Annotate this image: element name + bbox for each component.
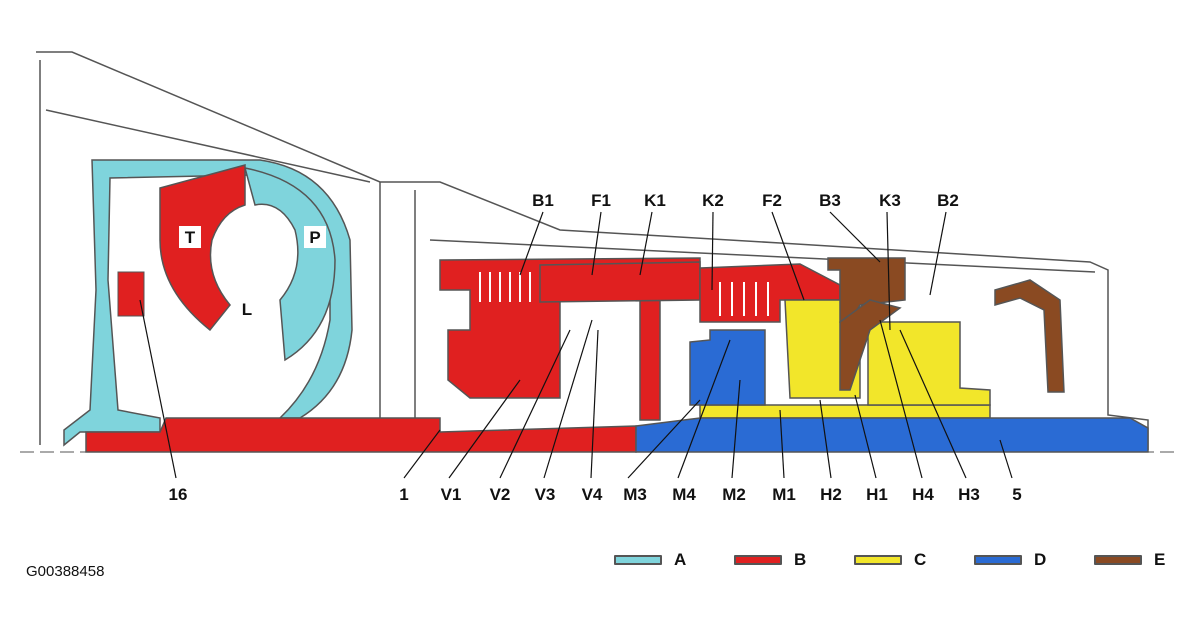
system-a-parts [63,159,353,447]
label-v2: V2 [490,485,511,504]
legend-item-d: D [974,548,1046,572]
output-shaft [635,417,1149,453]
label-f1: F1 [591,191,611,210]
legend-label-c: C [914,550,927,569]
label-v3: V3 [535,485,556,504]
label-f2: F2 [762,191,782,210]
label-m4: M4 [672,485,696,504]
label-v1: V1 [441,485,462,504]
label-h3: H3 [958,485,980,504]
lockup-clutch [117,271,145,317]
legend-swatch-d [974,555,1022,565]
tag-t-box [179,226,201,248]
legend-item-c: C [854,548,926,572]
input-shaft [85,417,637,453]
system-d-parts [635,329,1149,453]
label-5: 5 [1012,485,1021,504]
brake-b2-carrier [994,279,1065,393]
label-b3: B3 [819,191,841,210]
leader-lines [139,211,1013,479]
legend-item-a: A [614,548,686,572]
label-b2: B2 [937,191,959,210]
legend-item-b: B [734,548,806,572]
legend-label-d: D [1034,550,1047,569]
system-b-parts [85,164,841,453]
label-h1: H1 [866,485,888,504]
tag-p: P [309,228,320,247]
tag-l: L [242,300,252,319]
label-m2: M2 [722,485,746,504]
legend-label-e: E [1154,550,1166,569]
inner-component-tags: T P L [179,226,326,320]
label-1: 1 [399,485,408,504]
housing-outer-outline [36,51,1149,450]
housing-inner-outline [39,60,1096,445]
legend-swatch-a [614,555,662,565]
legend-swatch-c [854,555,902,565]
top-callout-labels: B1 F1 K1 K2 F2 B3 K3 B2 [532,191,959,210]
tag-p-box [304,226,326,248]
tag-t: T [185,228,196,247]
clutch-plates-b1 [479,272,769,316]
sun-gear-m [689,329,766,406]
label-m1: M1 [772,485,796,504]
intermediate-shaft [699,404,991,419]
legend-swatch-e [1094,555,1142,565]
system-e-parts [827,257,1065,393]
label-h2: H2 [820,485,842,504]
pump-impeller [243,167,336,362]
label-v4: V4 [582,485,603,504]
label-m3: M3 [623,485,647,504]
label-b1: B1 [532,191,554,210]
label-k2: K2 [702,191,724,210]
label-h4: H4 [912,485,934,504]
clutch-k3-pack [867,321,991,406]
clutch-k1-pack [539,261,701,303]
piston-b3 [839,299,902,391]
label-k1: K1 [644,191,666,210]
tag-l-box [236,298,258,320]
legend-label-b: B [794,550,807,569]
figure-id: G00388458 [26,563,105,580]
legend-item-e: E [1094,548,1165,572]
legend-label-a: A [674,550,687,569]
legend-swatch-b [734,555,782,565]
bottom-callout-labels: 16 1 V1 V2 V3 V4 M3 M4 M2 M1 H2 H1 H4 H3… [169,485,1022,504]
label-16: 16 [169,485,188,504]
turbine [159,164,246,332]
label-k3: K3 [879,191,901,210]
